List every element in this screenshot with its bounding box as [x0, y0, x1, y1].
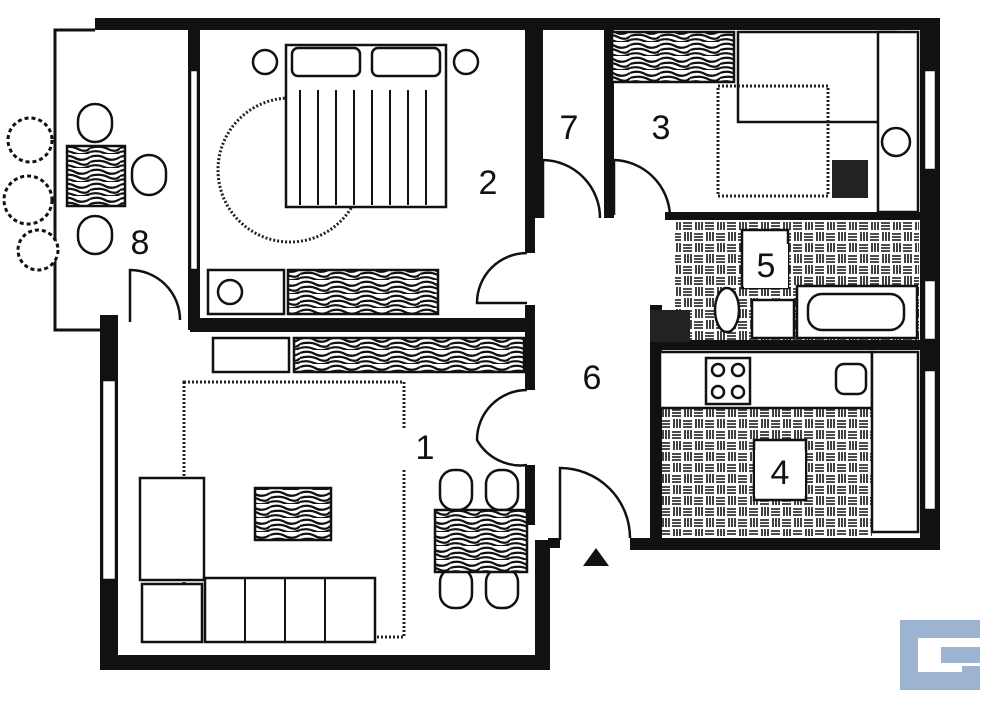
- room-label-1: 1: [416, 429, 435, 467]
- entrance-marker-icon: [583, 548, 609, 566]
- room-label-2: 2: [479, 164, 498, 202]
- room-label-8: 8: [131, 224, 150, 262]
- balcony: [2, 28, 182, 332]
- room-label-4: 4: [771, 454, 790, 492]
- room-label-5: 5: [757, 247, 776, 285]
- kitchen: [658, 350, 920, 536]
- study-room: [610, 30, 920, 216]
- bedroom: [206, 43, 528, 316]
- windows: [100, 68, 938, 582]
- room-labels: 1 2 3 4 5 6 7 8: [131, 109, 805, 496]
- logo-g-icon: [900, 620, 980, 690]
- hallway: [558, 466, 632, 566]
- living-room: [138, 336, 529, 644]
- bathroom: [650, 222, 919, 342]
- room-label-7: 7: [560, 109, 579, 147]
- storage-room: [541, 158, 602, 219]
- room-label-3: 3: [652, 109, 671, 147]
- plant-icon: [2, 116, 60, 272]
- room-label-6: 6: [583, 359, 602, 397]
